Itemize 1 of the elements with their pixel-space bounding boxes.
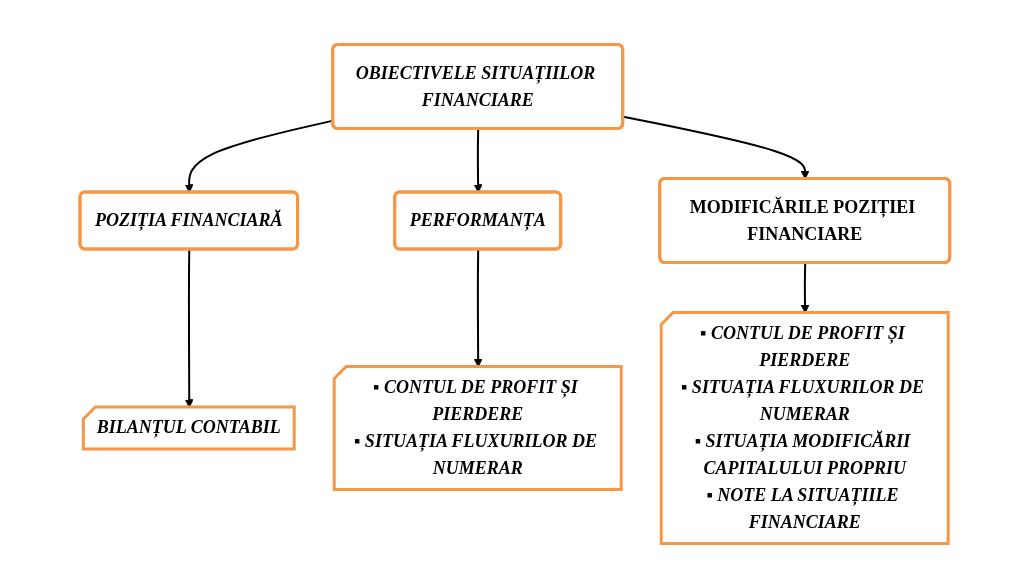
arrow (473, 128, 483, 193)
